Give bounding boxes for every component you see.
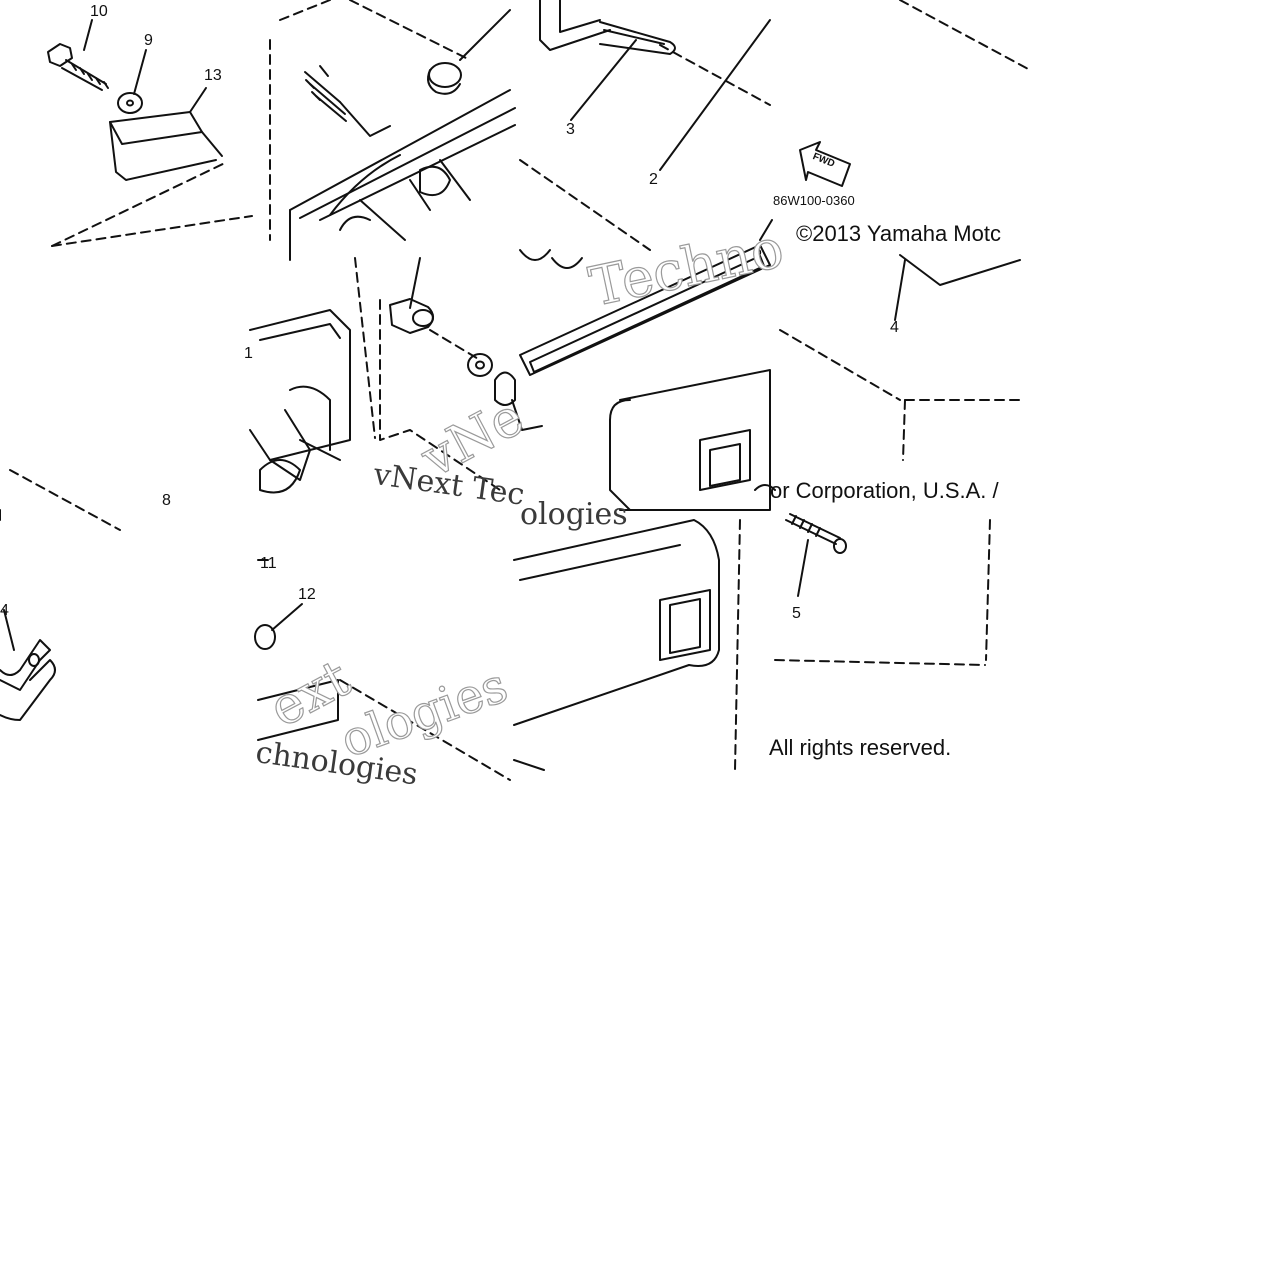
callout-4: 4 [890,319,899,336]
callout-6: 6 [753,243,762,260]
gasket-icon [511,244,771,431]
callout-14: 4 [0,602,9,619]
fwd-arrow-icon [799,141,851,187]
callout-13: 13 [204,67,222,84]
tail-lens-icon [513,519,720,771]
clamp-14-icon [0,639,56,721]
lamp-housing-icon [289,89,516,261]
bolt-10-icon [47,43,109,91]
washer-9-icon [117,92,143,114]
callout-10: 10 [90,3,108,20]
bracket-13-icon [109,111,223,181]
bushing-icon [389,298,434,334]
wire-harness-icon [304,65,391,137]
watermark-4: ologies [520,497,628,532]
callout-1: 1 [244,345,253,362]
copyright-line-1: ©2013 Yamaha Motc [796,221,1001,246]
callout-8: 8 [162,492,171,509]
callout-12: 12 [298,586,316,603]
callout-3: 3 [566,121,575,138]
callout-5: 5 [792,605,801,622]
screw-5-icon [785,513,847,554]
callout-9: 9 [144,32,153,49]
copyright-line-3: All rights reserved. [769,735,952,760]
callout-11: 11 [260,555,277,572]
lens-icon [609,369,771,511]
diagram-code: 86W100-0360 [773,193,855,208]
nut-icon [467,353,493,377]
callout-2: 2 [649,171,658,188]
copyright-line-2: or Corporation, U.S.A. / [770,478,999,503]
grommet-icon [427,62,462,95]
lens-3-icon [539,0,676,55]
